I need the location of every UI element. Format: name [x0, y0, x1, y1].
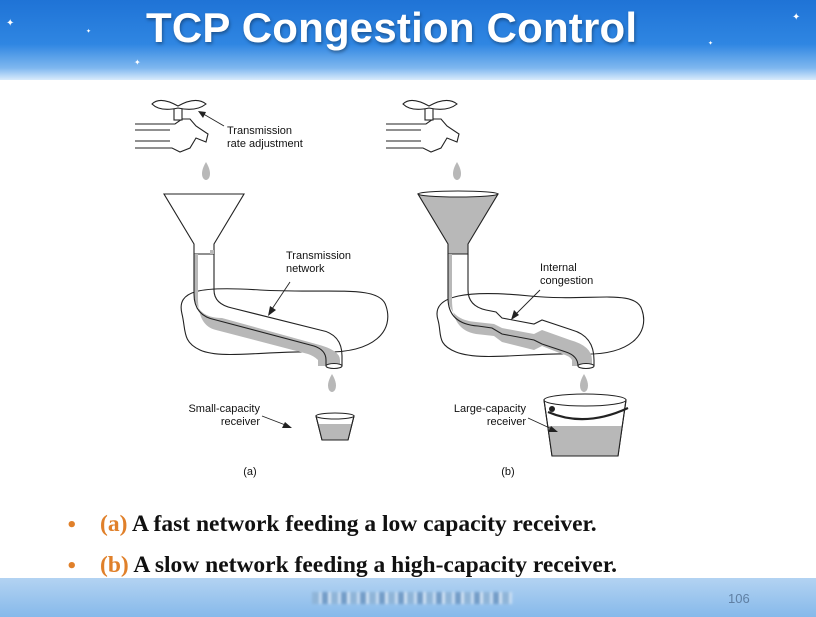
caption-b: (b): [501, 466, 514, 478]
list-item: •(a) A fast network feeding a low capaci…: [66, 510, 617, 551]
label-small-line2: receiver: [221, 416, 260, 428]
sparkle-icon: ✦: [792, 12, 800, 23]
droplet-icon: [202, 162, 210, 180]
blurred-footer-text: [312, 592, 512, 604]
label-congestion-line1: Internal: [540, 262, 577, 274]
bullet-tag: (a): [100, 511, 127, 537]
arrowhead: [282, 422, 292, 428]
sparkle-icon: ✦: [708, 40, 713, 47]
large-bucket: [544, 394, 628, 456]
slide-number: 106: [728, 591, 750, 606]
droplet-icon: [580, 374, 588, 392]
footer-bar: 106: [0, 578, 816, 617]
bullet-icon: •: [66, 512, 100, 540]
bullet-tag: (b): [100, 552, 129, 578]
panel-a: Transmission rate adjustment Transmissio…: [135, 100, 388, 478]
funnel: [418, 194, 498, 254]
label-rate-line1: Transmission: [227, 125, 292, 137]
bullet-text: A fast network feeding a low capacity re…: [127, 511, 596, 537]
label-large-line1: Large-capacity: [454, 403, 527, 415]
sparkle-icon: ✦: [86, 28, 91, 35]
sparkle-icon: ✦: [134, 58, 141, 67]
caption-a: (a): [243, 466, 256, 478]
slide-title: TCP Congestion Control: [146, 4, 637, 52]
droplet-icon: [328, 374, 336, 392]
label-network-line2: network: [286, 263, 325, 275]
bullet-icon: •: [66, 553, 100, 581]
panel-b: Internal congestion Large-capacity recei…: [386, 100, 644, 478]
label-rate-line2: rate adjustment: [227, 138, 303, 150]
pipe-outlet: [326, 364, 342, 369]
title-banner: ✦ ✦ ✦ ✦ ✦ TCP Congestion Control: [0, 0, 816, 80]
bullet-text: A slow network feeding a high-capacity r…: [129, 552, 617, 578]
droplet-icon: [453, 162, 461, 180]
small-bucket: [316, 413, 354, 440]
funnel: [164, 194, 244, 254]
faucet-icon: [135, 100, 208, 152]
label-network-line1: Transmission: [286, 250, 351, 262]
congestion-diagram: Transmission rate adjustment Transmissio…: [130, 94, 660, 489]
sparkle-icon: ✦: [6, 18, 14, 29]
label-small-line1: Small-capacity: [188, 403, 260, 415]
label-large-line2: receiver: [487, 416, 526, 428]
funnel-fluid: [210, 250, 214, 254]
pipe-outlet: [578, 364, 594, 369]
faucet-icon: [386, 100, 459, 152]
label-congestion-line2: congestion: [540, 275, 593, 287]
